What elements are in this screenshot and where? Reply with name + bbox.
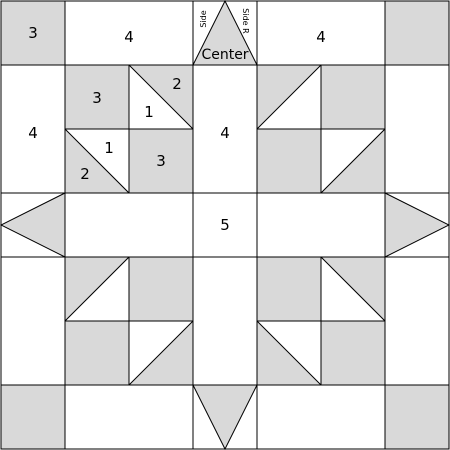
label-point-side-right: Side R	[241, 8, 250, 34]
square-ur-top	[321, 65, 385, 129]
label-upper-square: 3	[92, 89, 102, 107]
corner-square-bottom-right	[385, 385, 449, 449]
label-lower-square: 3	[156, 152, 166, 170]
square-ll-top	[129, 257, 193, 321]
point-left	[1, 193, 65, 257]
square-ur-bottom	[257, 129, 321, 193]
label-corner-top-left: 3	[28, 24, 38, 42]
square-ul-top	[65, 65, 129, 129]
corner-square-top-left	[1, 1, 65, 65]
label-top-right-rect: 4	[316, 28, 326, 46]
label-point-center: Center	[201, 47, 248, 63]
label-upper-tri-large: 2	[172, 75, 182, 93]
square-ll-bottom	[65, 321, 129, 385]
square-ul-bottom	[129, 129, 193, 193]
label-point-side-left: Side	[199, 10, 208, 27]
label-top-left-rect: 4	[124, 28, 134, 46]
label-lower-tri-small: 1	[104, 139, 114, 157]
piece-labels: 3 4 4 4 4 5 3 2 1 1 2 3 Center Side Side…	[28, 8, 326, 234]
corner-square-top-right	[385, 1, 449, 65]
label-upper-tri-small: 1	[144, 103, 154, 121]
square-lr-top	[257, 257, 321, 321]
label-center-column: 4	[220, 124, 230, 142]
point-bottom	[193, 385, 257, 449]
label-lower-tri-large: 2	[80, 165, 90, 183]
corner-square-bottom-left	[1, 385, 65, 449]
label-center: 5	[220, 216, 230, 234]
square-lr-bottom	[321, 321, 385, 385]
point-top	[193, 1, 257, 65]
label-left-rect: 4	[28, 124, 38, 142]
point-right	[385, 193, 449, 257]
